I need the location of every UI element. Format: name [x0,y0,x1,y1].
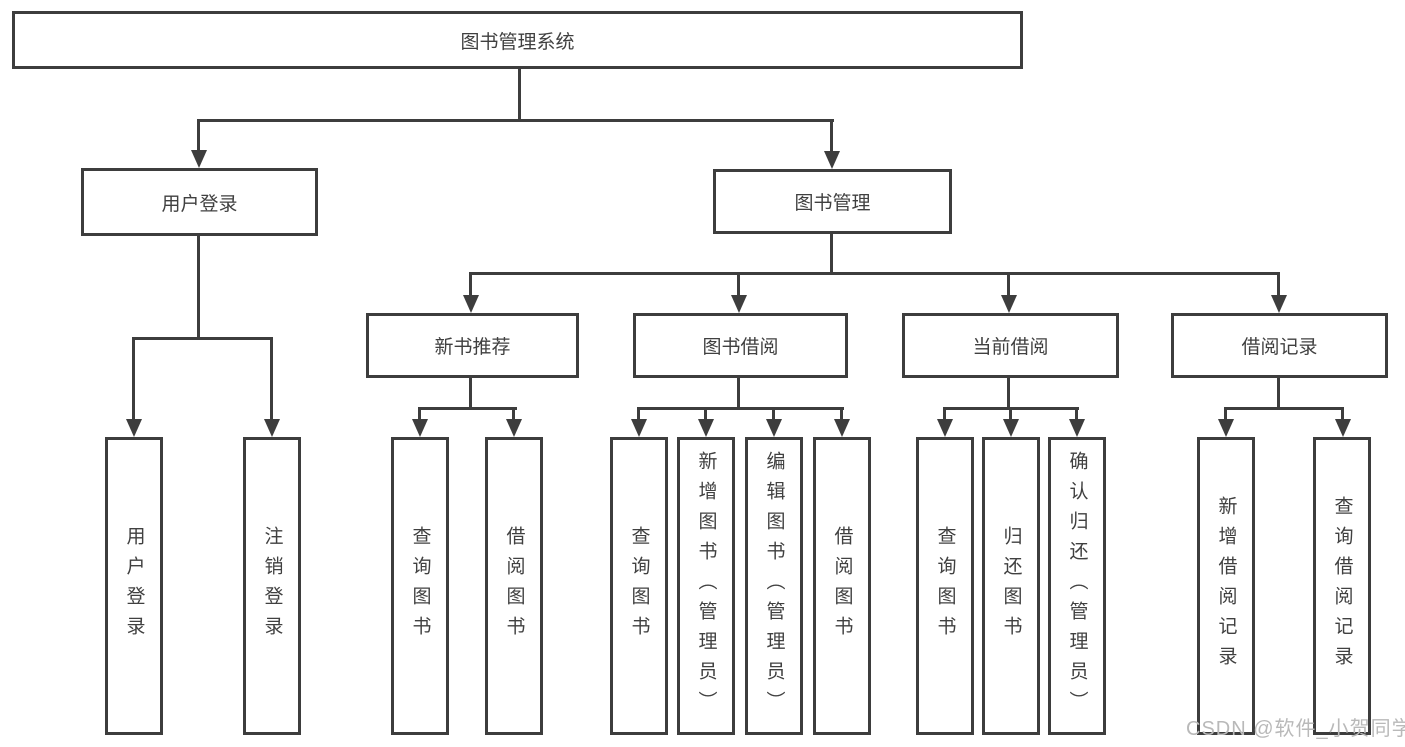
leaf-label: 借阅图书 [503,526,525,646]
arrow-down-icon [731,295,747,313]
leaf-add-book-admin: 新增图书（管理员） [677,437,735,735]
node-root: 图书管理系统 [12,11,1023,69]
arrow-down-icon [1069,419,1085,437]
connector-line [1224,407,1227,421]
leaf-label: 查询图书 [409,526,431,646]
connector-line [772,407,775,421]
node-new-book-recommend: 新书推荐 [366,313,579,378]
arrow-down-icon [1271,295,1287,313]
leaf-logout: 注销登录 [243,437,301,735]
leaf-user-login: 用户登录 [105,437,163,735]
leaf-label: 查询借阅记录 [1331,496,1353,676]
connector-line [469,272,472,298]
connector-line [637,407,844,410]
connector-line [1341,407,1344,421]
leaf-return-book: 归还图书 [982,437,1040,735]
connector-line [840,407,843,421]
leaf-borrow-books: 借阅图书 [813,437,871,735]
leaf-label: 用户登录 [123,526,145,646]
leaf-label: 注销登录 [261,526,283,646]
connector-line [270,337,273,421]
leaf-label: 新增图书（管理员） [695,451,717,721]
arrow-down-icon [1003,419,1019,437]
connector-line [830,119,833,154]
node-label: 借阅记录 [1241,337,1318,358]
arrow-down-icon [824,151,840,169]
watermark: CSDN @软件_小贺同学 [1186,718,1405,740]
arrow-down-icon [1218,419,1234,437]
connector-line [1009,407,1012,421]
node-label: 新书推荐 [434,337,511,358]
connector-line [132,337,135,421]
arrow-down-icon [264,419,280,437]
connector-line [1007,272,1010,298]
arrow-down-icon [937,419,953,437]
connector-line [1075,407,1078,421]
arrow-down-icon [1001,295,1017,313]
connector-line [737,272,740,298]
arrow-down-icon [698,419,714,437]
connector-line [830,234,833,275]
leaf-label: 借阅图书 [831,526,853,646]
connector-line [197,119,834,122]
connector-line [518,69,521,121]
connector-line [637,407,640,421]
connector-line [418,407,517,410]
arrow-down-icon [834,419,850,437]
leaf-query-books-recommend: 查询图书 [391,437,449,735]
connector-line [1277,272,1280,298]
arrow-down-icon [191,150,207,168]
arrow-down-icon [1335,419,1351,437]
leaf-label: 查询图书 [934,526,956,646]
connector-line [943,407,946,421]
node-book-mgmt: 图书管理 [713,169,952,234]
leaf-query-books-current: 查询图书 [916,437,974,735]
connector-line [1007,378,1010,410]
leaf-label: 归还图书 [1000,526,1022,646]
connector-line [512,407,515,421]
connector-line [132,337,273,340]
node-label: 用户登录 [161,193,238,215]
node-label: 当前借阅 [972,337,1049,358]
connector-line [704,407,707,421]
node-label: 图书借阅 [702,337,779,358]
connector-line [1277,378,1280,410]
connector-line [469,378,472,410]
leaf-label: 确认归还（管理员） [1066,451,1088,721]
arrow-down-icon [126,419,142,437]
leaf-borrow-books-recommend: 借阅图书 [485,437,543,735]
connector-line [1224,407,1344,410]
node-label: 图书管理系统 [460,31,575,53]
leaf-query-borrow-record: 查询借阅记录 [1313,437,1371,735]
leaf-label: 查询图书 [628,526,650,646]
leaf-label: 新增借阅记录 [1215,496,1237,676]
node-borrow-records: 借阅记录 [1171,313,1388,378]
arrow-down-icon [506,419,522,437]
connector-line [469,272,1280,275]
connector-line [197,236,200,337]
node-current-borrow: 当前借阅 [902,313,1119,378]
leaf-edit-book-admin: 编辑图书（管理员） [745,437,803,735]
connector-line [418,407,421,421]
arrow-down-icon [463,295,479,313]
leaf-query-books-borrow: 查询图书 [610,437,668,735]
arrow-down-icon [412,419,428,437]
node-label: 图书管理 [794,193,871,214]
leaf-label: 编辑图书（管理员） [763,451,785,721]
connector-line [737,378,740,410]
connector-line [197,119,200,153]
node-user-login: 用户登录 [81,168,318,236]
leaf-confirm-return-admin: 确认归还（管理员） [1048,437,1106,735]
leaf-add-borrow-record: 新增借阅记录 [1197,437,1255,735]
arrow-down-icon [631,419,647,437]
node-book-borrow: 图书借阅 [633,313,848,378]
arrow-down-icon [766,419,782,437]
